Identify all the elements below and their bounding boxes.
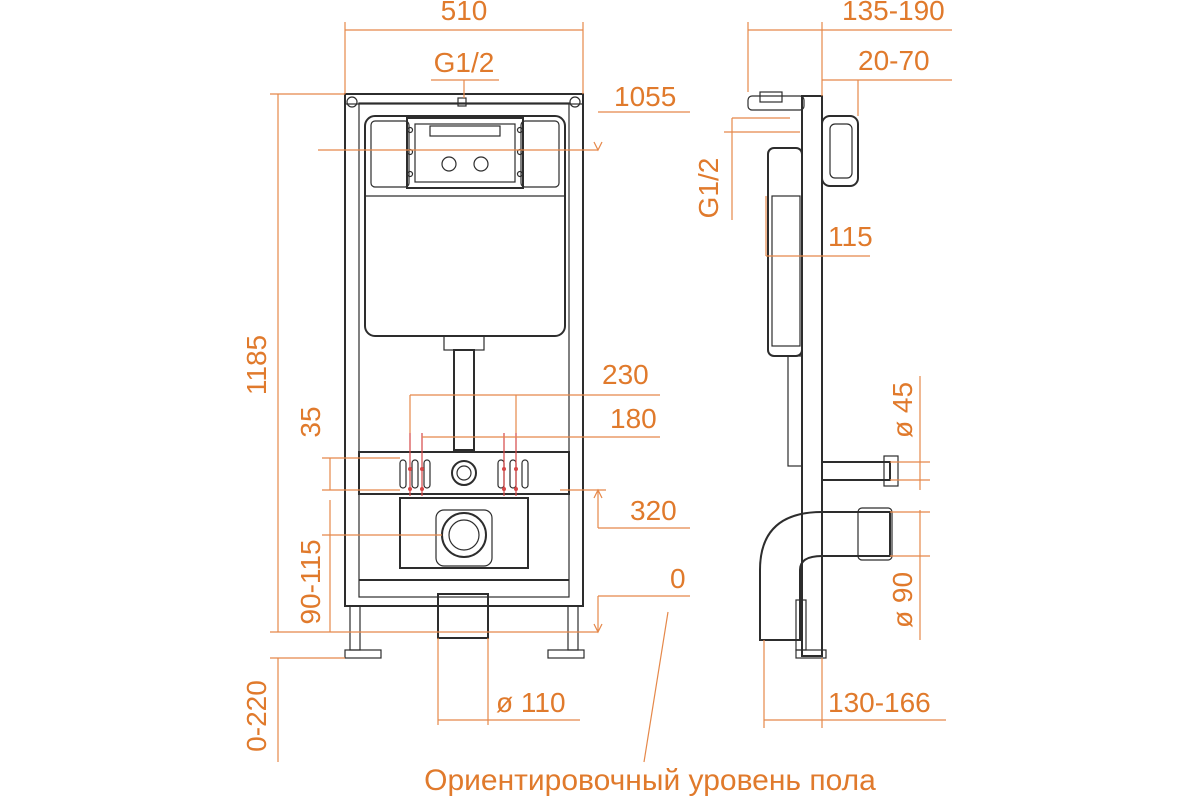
side-top-bracket [747, 95, 805, 111]
dimension-labels: 510 G1/2 1055 1185 230 180 35 320 90-115… [241, 0, 945, 752]
dim-depth-115: 115 [828, 221, 873, 252]
cistern-right-chamber [520, 120, 560, 188]
front-view [344, 93, 585, 659]
side-cistern [767, 147, 803, 357]
panel-screw [516, 170, 524, 178]
panel-screw [516, 126, 524, 134]
cistern-left-chamber [370, 120, 410, 188]
dim-depth-range: 135-190 [842, 0, 945, 26]
bowl-mount-plate [358, 451, 570, 495]
dim-floor-zero: 0 [670, 563, 686, 594]
stud-slot [497, 459, 505, 489]
stud-slot [509, 459, 517, 489]
side-supply-valve [759, 91, 783, 103]
stud-slot [521, 459, 529, 489]
leg-right [567, 605, 579, 651]
dim-height: 1185 [241, 335, 272, 395]
supply-inlet [457, 97, 467, 107]
side-flush-pipe [787, 355, 803, 467]
mount-hole-left [346, 96, 358, 108]
flush-panel-mount [406, 117, 524, 189]
panel-screw [406, 126, 414, 134]
dim-supply: G1/2 [434, 47, 495, 78]
front-dimensions [270, 22, 690, 763]
stud-markers [408, 433, 518, 496]
stud-slot [423, 459, 431, 489]
flush-pipe-collar [443, 335, 485, 351]
frame-inner-outline [358, 102, 570, 598]
cistern [364, 115, 566, 337]
dim-offset-35: 35 [295, 406, 326, 437]
dim-drain-range: 90-115 [295, 539, 326, 624]
inlet-socket [451, 460, 477, 486]
side-frame-rail [801, 95, 823, 657]
side-drain-socket [857, 507, 893, 561]
mount-hole-right [569, 96, 581, 108]
drain-pipe-stub [437, 593, 489, 639]
drain-bracket [399, 497, 529, 569]
flush-pipe [453, 349, 475, 451]
drain-housing [435, 509, 493, 567]
flush-panel-inner [414, 123, 516, 183]
foot-right [547, 649, 585, 659]
panel-screw [406, 170, 414, 178]
side-inlet-socket [883, 455, 899, 487]
dim-spacing-inner: 180 [610, 403, 657, 434]
dim-leg-range: 0-220 [241, 680, 272, 752]
side-inlet-pipe [821, 461, 891, 481]
dim-spacing-outer: 230 [602, 359, 649, 390]
flush-valve-right [473, 156, 489, 172]
flush-valve-left [441, 156, 457, 172]
dim-width: 510 [441, 0, 488, 26]
side-foot [795, 649, 827, 659]
side-drain-elbow [759, 511, 891, 641]
stud-slot [411, 459, 419, 489]
dim-button-range: 20-70 [858, 45, 930, 76]
drain-outlet-inner [448, 519, 480, 551]
dim-inlet-diameter: ø 45 [887, 382, 918, 438]
side-flush-button-face [829, 123, 853, 179]
floor-level-caption: Ориентировочный уровень пола [424, 764, 876, 797]
stud-slot [399, 459, 407, 489]
dim-level-320: 320 [630, 495, 677, 526]
side-cistern-body [771, 195, 801, 347]
dim-supply-side: G1/2 [693, 158, 724, 219]
flush-panel-bracket [429, 125, 501, 137]
dim-drain-diameter: ø 110 [496, 687, 566, 718]
leg-left [349, 605, 361, 651]
dim-frame-depth: 130-166 [828, 687, 931, 718]
side-dimensions [724, 22, 952, 728]
dim-outlet-diameter: ø 90 [887, 572, 918, 628]
inlet-socket-inner [456, 465, 472, 481]
side-flush-button [821, 115, 859, 187]
dim-cistern-level: 1055 [614, 81, 676, 112]
foot-left [344, 649, 382, 659]
side-view [747, 91, 899, 659]
